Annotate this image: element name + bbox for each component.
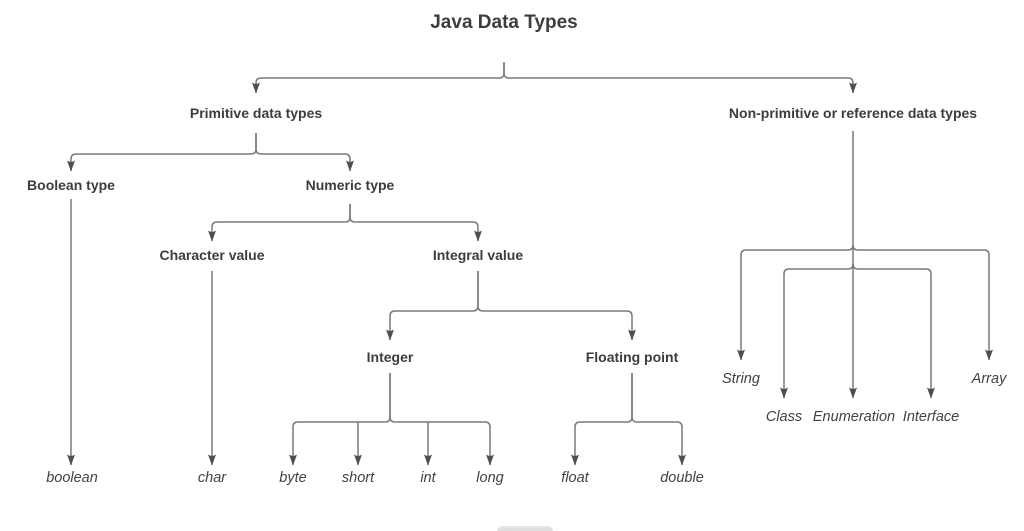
connector-numeric-to-character-value [208,204,351,242]
leaf-double: double [660,470,704,486]
node-character-value: Character value [159,247,265,263]
leaf-enumeration: Enumeration [812,409,896,425]
connector-non-primitive-to-interface [852,263,935,399]
node-integral-value: Integral value [432,247,524,263]
leaf-int: int [420,470,436,486]
connector-non-primitive-to-string [737,244,854,361]
connector-integral-to-floating-point [477,271,636,341]
diagram-title: Java Data Types [430,12,578,33]
leaf-interface: Interface [902,409,960,425]
node-integer: Integer [366,349,414,365]
leaf-char: char [197,470,227,486]
scroll-pill[interactable] [497,526,553,531]
node-boolean-type: Boolean type [27,177,115,193]
connector-non-primitive-to-class [780,263,854,399]
connector-root-to-non-primitive [503,62,857,94]
connector-floating-to-float [571,373,633,466]
leaf-long: long [476,470,504,486]
leaf-string: String [722,371,760,387]
node-numeric-type: Numeric type [305,177,395,193]
connector-integral-to-integer [386,271,479,341]
connector-primitive-to-boolean-type [67,133,257,172]
leaf-byte: byte [279,470,307,486]
leaf-short: short [341,470,375,486]
connector-non-primitive-to-array [852,244,993,361]
leaf-float: float [561,470,589,486]
leaf-array: Array [971,371,1007,387]
connector-floating-to-double [631,373,686,466]
node-primitive-data-types: Primitive data types [189,105,323,121]
connector-root-to-primitive [252,62,505,94]
connector-integer-to-byte [289,373,391,466]
node-non-primitive-data-types: Non-primitive or reference data types [728,105,978,121]
node-floating-point: Floating point [585,349,679,365]
connector-integer-to-long [389,373,494,466]
connector-numeric-to-integral-value [349,204,482,242]
leaf-class: Class [765,409,803,425]
leaf-boolean: boolean [46,470,98,486]
connector-primitive-to-numeric-type [255,133,354,172]
